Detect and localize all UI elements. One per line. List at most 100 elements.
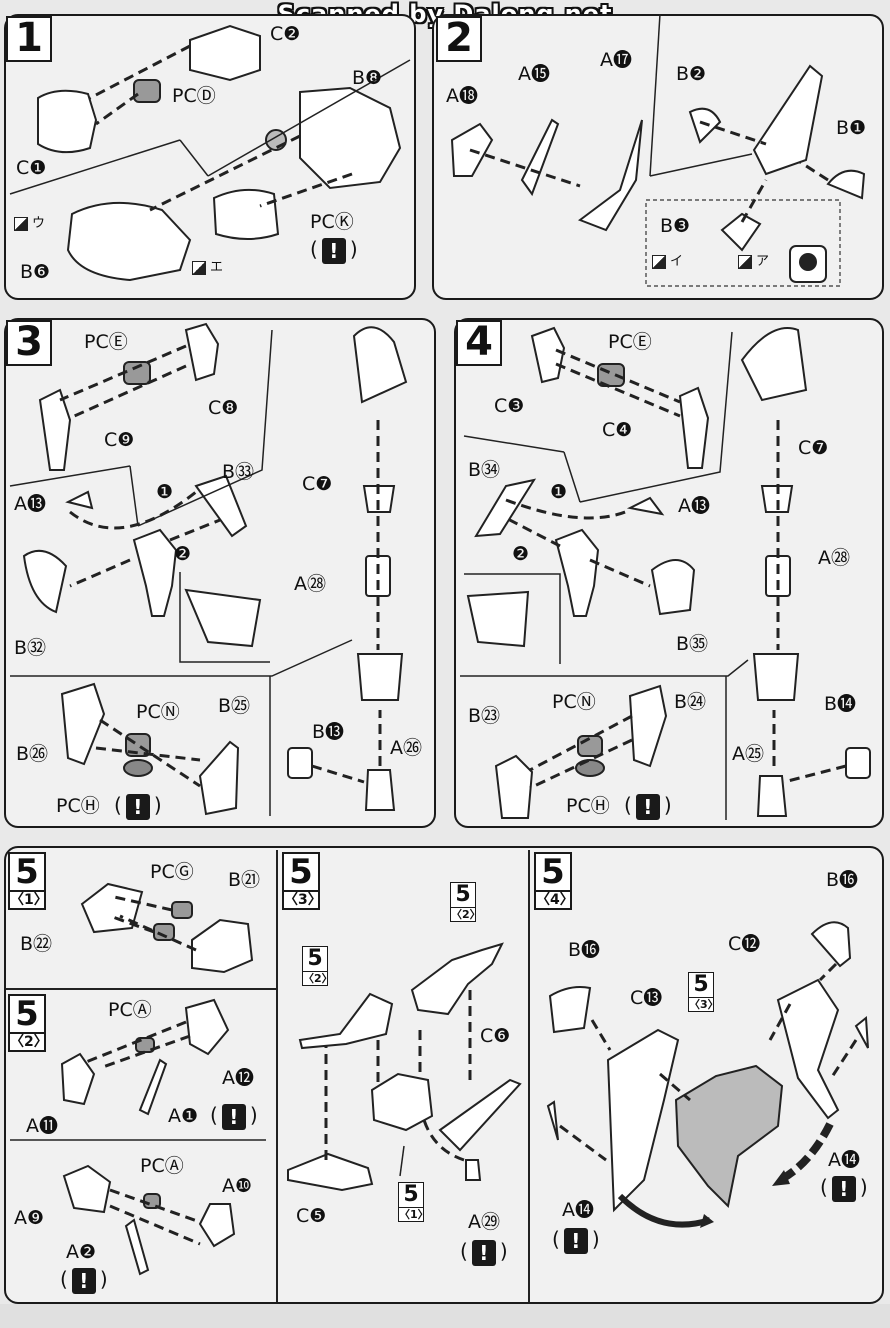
label-b16-top: B⓰ — [826, 869, 859, 891]
step-5-divider-2 — [528, 850, 530, 1302]
part-b3-drawing — [720, 212, 762, 252]
part-c7-drawing — [362, 485, 396, 513]
label-c8: C❽ — [208, 397, 239, 419]
part-a1-drawing — [138, 1058, 168, 1116]
order-mark-1: ❶ — [156, 481, 174, 503]
gate-cut-e: エ — [192, 260, 223, 276]
label-b35: B㉟ — [676, 633, 709, 655]
part-c12-drawing — [776, 978, 840, 1120]
label-b13: B⓭ — [312, 721, 345, 743]
part-c9-drawing — [38, 388, 72, 471]
part-b34-drawing — [474, 478, 537, 538]
part-c5-drawing — [287, 1152, 374, 1192]
order-mark-1-4: ❶ — [550, 481, 568, 503]
part-a12-drawing — [184, 998, 230, 1056]
label-b3: B❸ — [660, 215, 691, 237]
label-pck: PCⓀ — [310, 211, 354, 233]
label-b6: B❻ — [20, 261, 51, 283]
part-step3-shoulder-drawing — [352, 326, 408, 404]
caution-pch: (!) — [114, 793, 162, 820]
label-c7: C❼ — [302, 473, 333, 495]
part-a10-drawing — [198, 1203, 236, 1248]
label-b33: B㉝ — [222, 461, 255, 483]
part-step4-inset-drawing — [466, 590, 530, 648]
label-a11: A⓫ — [26, 1115, 58, 1137]
label-b22: B㉒ — [20, 933, 53, 955]
label-b21: B㉑ — [228, 869, 261, 891]
step-3-number: 3 — [6, 320, 52, 366]
label-pce: PCⒺ — [84, 331, 128, 353]
gate-cut-i: イ — [652, 254, 683, 270]
part-step3-inset-drawing — [184, 588, 262, 648]
caution-a2: (!) — [60, 1267, 108, 1294]
label-a29: A㉙ — [468, 1211, 500, 1233]
part-a29-drawing — [465, 1159, 482, 1181]
part-step4-shoulder-drawing — [740, 327, 808, 402]
label-b25: B㉕ — [218, 695, 251, 717]
label-b1: B❶ — [836, 117, 867, 139]
label-a2: A❷ — [66, 1241, 97, 1263]
part-pcd-drawing — [133, 79, 161, 103]
part-pch-drawing — [123, 759, 153, 777]
label-c2: C❷ — [270, 23, 301, 45]
label-c1: C❶ — [16, 157, 47, 179]
part-a9-drawing — [62, 1164, 112, 1214]
label-pce-4: PCⒺ — [608, 331, 652, 353]
step-5-1-badge: 5〈1〉 — [8, 852, 48, 910]
step-5-divider-1 — [276, 850, 278, 1302]
part-c7-4-drawing — [760, 485, 794, 513]
label-pcn-4: PCⓃ — [552, 691, 596, 713]
label-a28: A㉘ — [294, 573, 326, 595]
label-pch: PCⒽ — [56, 795, 100, 817]
label-c3: C❸ — [494, 395, 525, 417]
part-a14-left-drawing — [546, 1100, 559, 1141]
label-c9: C❾ — [104, 429, 135, 451]
part-b6-drawing — [66, 201, 192, 282]
part-b16-left-drawing — [548, 986, 592, 1034]
label-c12: C⓬ — [728, 933, 761, 955]
caution-pck: (!) — [310, 237, 358, 264]
label-a9: A❾ — [14, 1207, 45, 1229]
ref-5-3-badge: 5〈3〉 — [688, 972, 719, 1012]
label-c13: C⓭ — [630, 987, 663, 1009]
label-b14: B⓮ — [824, 693, 857, 715]
label-c4: C❹ — [602, 419, 633, 441]
label-a14-left: A⓮ — [562, 1199, 594, 1221]
label-pca-2: PCⒶ — [140, 1155, 184, 1177]
label-b26: B㉖ — [16, 743, 49, 765]
label-b24: B㉔ — [674, 691, 707, 713]
part-a2-drawing — [124, 1218, 150, 1276]
ref-5-2-badge-left: 5〈2〉 — [302, 946, 333, 986]
label-pca: PCⒶ — [108, 999, 152, 1021]
label-a15: A⓯ — [518, 63, 550, 85]
label-pcn: PCⓃ — [136, 701, 180, 723]
label-b34: B㉞ — [468, 459, 501, 481]
step-5-3-badge: 5〈3〉 — [282, 852, 322, 910]
part-c2-drawing — [189, 24, 261, 82]
order-mark-2: ❷ — [174, 543, 192, 565]
part-b1-main-drawing — [752, 64, 824, 176]
ref-5-1-badge: 5〈1〉 — [398, 1182, 429, 1222]
label-c7-4: C❼ — [798, 437, 829, 459]
part-5-3-left-assembly-drawing — [298, 992, 394, 1050]
part-b13-drawing — [287, 747, 313, 779]
gate-cut-a: ア — [738, 254, 769, 270]
part-step3-cup-drawing — [356, 653, 404, 701]
label-c5: C❺ — [296, 1205, 327, 1227]
part-b26-drawing — [60, 682, 106, 766]
label-pch-4: PCⒽ — [566, 795, 610, 817]
part-a13-drawing — [65, 490, 94, 510]
caution-a14-right: (!) — [820, 1175, 868, 1202]
step-5-4-badge: 5〈4〉 — [534, 852, 574, 910]
part-a17-drawing — [577, 119, 643, 232]
part-c8-drawing — [184, 322, 220, 382]
label-a1: A❶ — [168, 1105, 199, 1127]
part-b24-drawing — [628, 684, 668, 768]
